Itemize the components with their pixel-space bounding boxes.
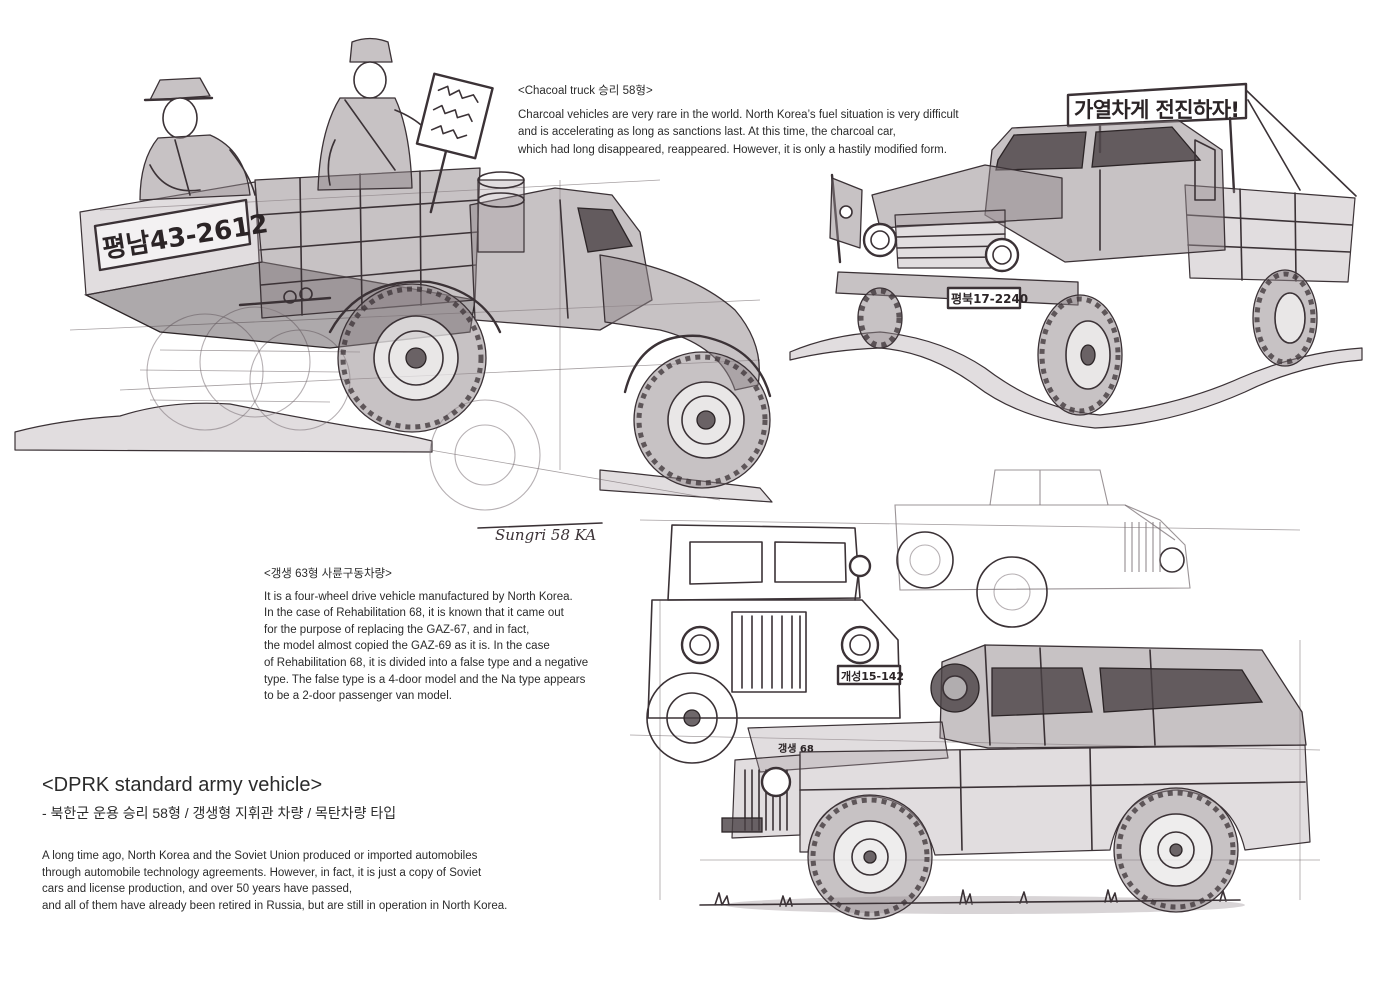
caption-line: which had long disappeared, reappeared. … (518, 143, 947, 156)
front-grille (731, 754, 801, 839)
intro-line: through automobile technology agreements… (42, 866, 482, 879)
page-subtitle: - 북한군 운용 승리 58형 / 갱생형 지휘관 차량 / 목탄차량 타입 (42, 805, 397, 821)
jeep-front-plate: 개성15-142 (836, 664, 904, 686)
front-fender (623, 334, 772, 398)
charcoal-truck-rear-sketch: 평남43-2612 (14, 37, 773, 511)
cab-window (577, 207, 634, 253)
headlights (862, 222, 1020, 273)
windshield-right (1091, 126, 1202, 168)
side-mirror (848, 554, 872, 578)
spare-tire (930, 663, 980, 713)
caption-line: and is accelerating as long as sanctions… (518, 126, 896, 138)
caption-line: Charcoal vehicles are very rare in the w… (518, 108, 959, 121)
protest-sign (415, 72, 494, 214)
charcoal-truck-front-sketch: 가열차게 전진하자! (789, 82, 1363, 429)
flag (829, 173, 863, 264)
rear-fender (328, 280, 502, 334)
grass (699, 889, 1241, 907)
grille (894, 209, 1006, 269)
page-title: <DPRK standard army vehicle> (42, 774, 323, 796)
caption-heading: <갱생 63형 사륜구동차량> (264, 568, 392, 580)
jeep-main: 갱생 68 (699, 644, 1311, 920)
artist-signature: Sungri 58 KA (477, 522, 603, 544)
hood (747, 721, 949, 773)
intro-paragraph: A long time ago, North Korea and the Sov… (42, 848, 507, 914)
caption-line: the model almost copied the GAZ-69 as it… (264, 640, 550, 653)
side-window-front (991, 667, 1093, 717)
charcoal-truck-caption: <Chacoal truck 승리 58형> Charcoal vehicles… (518, 83, 959, 159)
front-wheel-far (857, 287, 903, 349)
svg-text:개성15-142: 개성15-142 (841, 669, 904, 683)
svg-text:Sungri 58 KA: Sungri 58 KA (495, 526, 596, 544)
caption-heading: <Chacoal truck 승리 58형> (518, 85, 653, 97)
rear-wheel (337, 283, 487, 433)
rear-plate (93, 198, 252, 272)
caption-line: It is a four-wheel drive vehicle manufac… (264, 590, 573, 603)
gaengsaeng-jeep-sketches: 개성15-142 갱생 68 (629, 469, 1321, 920)
intro-line: and all of them have already been retire… (42, 899, 508, 912)
ground-shadow-left (14, 402, 433, 453)
ground-mound (789, 331, 1363, 429)
soldier-seated (139, 77, 256, 201)
intro-line: A long time ago, North Korea and the Sov… (42, 850, 478, 862)
soldier-standing (317, 37, 431, 191)
jeep-wireframe-front: 개성15-142 (646, 524, 904, 764)
svg-text:가열차게 전진하자!: 가열차게 전진하자! (1074, 98, 1240, 122)
front-bumper (721, 817, 763, 833)
hood (871, 164, 1063, 229)
gaengsaeng-caption: <갱생 63형 사륜구동차량> It is a four-wheel drive… (264, 566, 588, 705)
front-wheel (633, 351, 771, 489)
tail-light (283, 290, 297, 304)
front-wheel-near (1037, 294, 1123, 416)
caption-line: of Rehabilitation 68, it is divided into… (264, 656, 589, 669)
cab (984, 119, 1226, 263)
intro-line: cars and license production, and over 50… (42, 883, 353, 895)
front-wheel (807, 794, 933, 920)
dprk-vehicle-intro: <DPRK standard army vehicle> - 북한군 운용 승리… (42, 772, 507, 914)
side-window-rear (1099, 667, 1264, 713)
caption-line: for the purpose of replacing the GAZ-67,… (264, 623, 530, 636)
rear-wheel (1252, 269, 1318, 367)
slogan-banner: 가열차게 전진하자! (1066, 82, 1357, 197)
front-plate: 평북17-2240 (946, 286, 1028, 310)
caption-line: to be a 2-door passenger van model. (264, 690, 452, 703)
svg-text:평북17-2240: 평북17-2240 (951, 292, 1028, 306)
ghost-wheels (146, 306, 541, 511)
jeep-wireframe-side (894, 469, 1191, 628)
caption-line: type. The false type is a 4-door model a… (264, 673, 586, 686)
rear-wheel (1113, 787, 1239, 913)
charcoal-gasifier (477, 171, 525, 253)
caption-line: In the case of Rehabilitation 68, it is … (264, 607, 564, 620)
